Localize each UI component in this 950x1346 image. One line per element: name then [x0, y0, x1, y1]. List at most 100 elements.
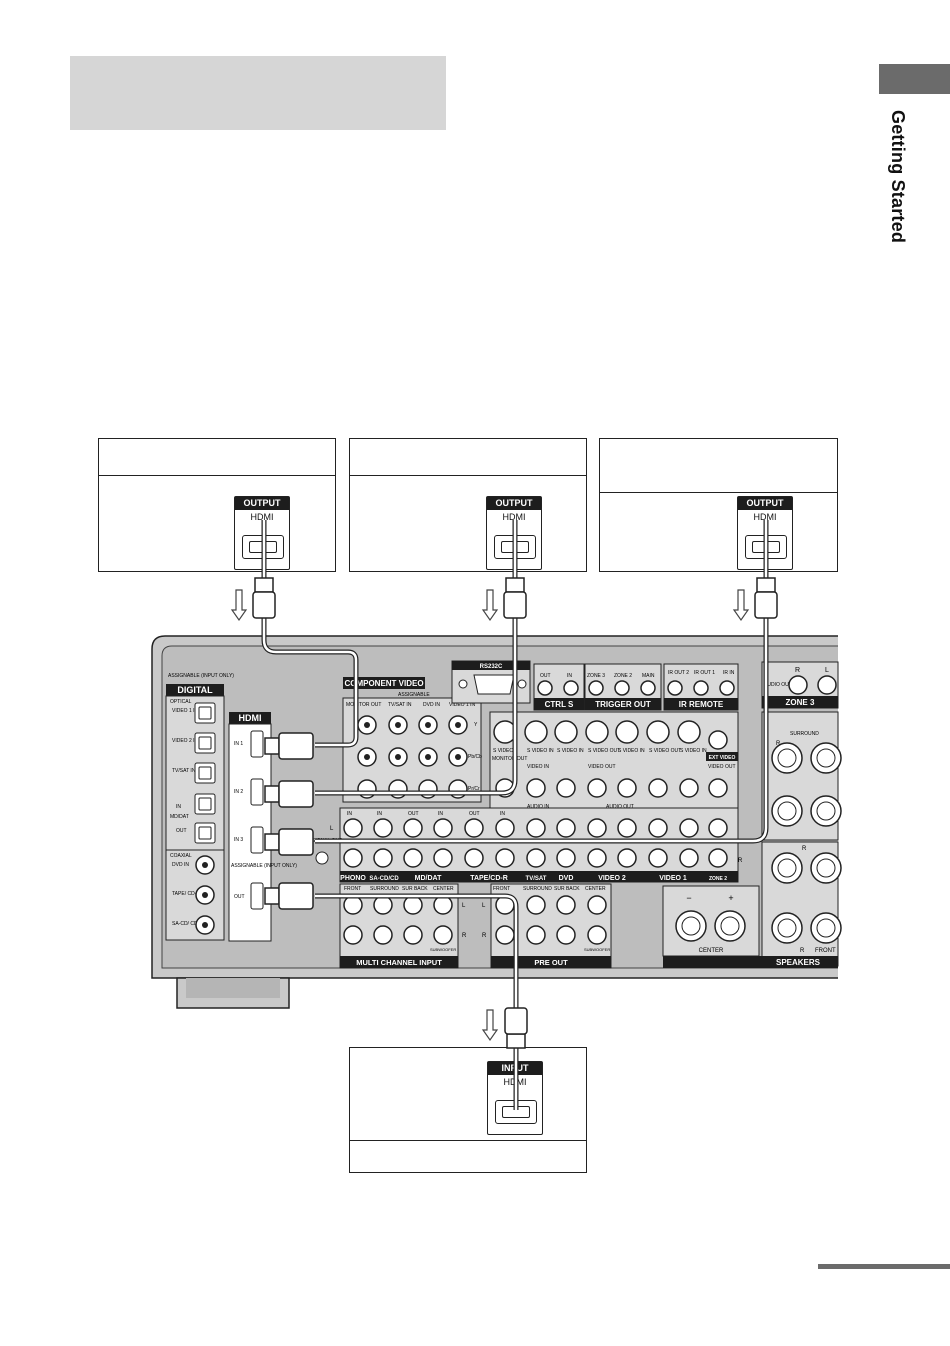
audio-l-label: L — [330, 826, 334, 832]
hdmi-panel: HDMI IN 1 IN 2 IN 3 ASSIGNABLE (INPUT ON… — [228, 712, 297, 942]
ir-label: IR OUT 1 — [694, 670, 715, 676]
jack-label: VIDEO 2 IN — [172, 738, 199, 744]
svideo-label: S VIDEO OUT — [588, 748, 620, 754]
mc-label: FRONT — [344, 886, 361, 892]
hdmi-cable-1 — [262, 520, 358, 747]
ctrl-s-in-label: IN — [567, 673, 572, 679]
jack-label: IN — [176, 804, 181, 810]
down-arrow-icon — [481, 589, 499, 622]
port-type: HDMI — [502, 512, 526, 522]
zone3-audio-out: AUDIO OUT — [764, 682, 792, 688]
mc-r: R — [462, 933, 467, 939]
digital-assignable: ASSIGNABLE (INPUT ONLY) — [168, 673, 234, 679]
pre-out-heading: PRE OUT — [534, 958, 568, 967]
audio-group-label: DVD — [559, 875, 574, 882]
preout-r: R — [482, 933, 487, 939]
audio-group-label: MD/DAT — [415, 875, 442, 882]
audio-row: IN IN OUT IN OUT IN L R SIGNAL GND P — [312, 807, 743, 883]
jack-label: DVD IN — [172, 862, 189, 868]
hdmi-cable-2 — [315, 520, 517, 795]
trigger-label: ZONE 3 — [587, 673, 605, 679]
coaxial-jacks: DVD IN TAPE/ CD-R IN SA-CD/ CD IN — [172, 855, 215, 935]
svideo-label: S VIDEO OUT — [649, 748, 681, 754]
monitor-out-label: MONITOR OUT — [492, 756, 527, 762]
hdmi-plug-icon — [264, 785, 280, 803]
zone3-r: R — [795, 667, 800, 674]
port-heading: OUTPUT — [738, 497, 792, 510]
jack-label: OUT — [176, 828, 187, 834]
section-title-band — [70, 56, 446, 130]
port-heading: OUTPUT — [487, 497, 541, 510]
device-header-rule — [99, 475, 335, 476]
rs232c-port: RS232C — [451, 660, 531, 704]
speakers-heading: SPEAKERS — [776, 958, 821, 967]
svideo-label: S VIDEO IN — [618, 748, 645, 754]
speaker-r: R — [800, 948, 805, 954]
jack-label: TAPE/ CD-R IN — [172, 891, 207, 897]
port-type: HDMI — [753, 512, 777, 522]
down-arrow-icon — [732, 589, 750, 622]
hdmi-cable-3 — [315, 520, 768, 843]
svideo-label: S VIDEO IN — [680, 748, 707, 754]
speaker-center-label: CENTER — [699, 948, 724, 954]
jack-label: TV/SAT IN — [172, 768, 196, 774]
port-type: HDMI — [250, 512, 274, 522]
svg-text:−: − — [686, 893, 691, 903]
md-dat-label: MD/DAT — [170, 814, 189, 820]
hdmi-out-jack — [250, 882, 264, 910]
svg-text:+: + — [728, 893, 733, 903]
hdmi-in2-jack — [250, 778, 264, 806]
zone3-l: L — [825, 667, 829, 674]
signal-direction-arrows — [230, 589, 750, 1042]
ir-label: IR OUT 2 — [668, 670, 689, 676]
audio-out-label: AUDIO OUT — [606, 804, 634, 810]
ctrl-s-heading: CTRL S — [545, 700, 574, 709]
mc-label: SURROUND — [370, 886, 399, 892]
component-assignable: ASSIGNABLE — [398, 692, 430, 698]
continued-rule — [818, 1264, 950, 1269]
mc-label: SUBWOOFER — [430, 947, 456, 952]
device-header-rule — [600, 492, 837, 493]
speaker-r: R — [776, 741, 781, 747]
hdmi-plugs — [252, 577, 778, 1049]
preout-label: SURROUND — [523, 886, 552, 892]
component-col-label: TV/SAT IN — [388, 702, 412, 708]
audio-jacks-r — [343, 848, 728, 868]
hdmi-plug-icon — [264, 887, 280, 905]
device-footer-rule — [350, 1140, 586, 1141]
audio-io-label: OUT — [408, 811, 419, 817]
port-heading: OUTPUT — [235, 497, 289, 510]
preout-label: SUBWOOFER — [584, 947, 610, 952]
optical-jacks: VIDEO 1 IN VIDEO 2 IN TV/SAT IN IN MD/DA… — [170, 702, 216, 844]
speaker-terminals: SURROUND R R R FRONT − + CENTER SPEAKERS — [662, 711, 842, 968]
ir-remote-heading: IR REMOTE — [679, 700, 724, 709]
hdmi-plug-icon — [506, 1033, 526, 1049]
display-device: INPUT HDMI — [349, 1047, 587, 1173]
component-col-label: DVD IN — [423, 702, 440, 708]
component-video-panel: COMPONENT VIDEO ASSIGNABLE MONITOR OUT T… — [342, 677, 482, 803]
zone3-heading: ZONE 3 — [786, 698, 815, 707]
audio-group-label: TV/SAT — [526, 876, 547, 882]
speaker-surround-label: SURROUND — [790, 731, 819, 737]
side-tab-marker — [879, 64, 950, 94]
audio-group-label: VIDEO 2 — [598, 875, 626, 882]
audio-jacks-l — [343, 818, 728, 838]
down-arrow-icon — [230, 589, 248, 622]
audio-io-label: IN — [377, 811, 382, 817]
hdmi-plug-icon — [254, 577, 274, 593]
speaker-r: R — [802, 846, 807, 852]
audio-r-label: R — [738, 858, 743, 864]
ir-label: IR IN — [723, 670, 735, 676]
audio-group-label: PHONO — [340, 875, 366, 882]
coaxial-label: COAXIAL — [170, 853, 192, 859]
hdmi-cable-4 — [315, 894, 518, 1110]
hdmi-heading: HDMI — [239, 713, 262, 723]
preout-label: SUR BACK — [554, 886, 580, 892]
preout-label: CENTER — [585, 886, 606, 892]
jack-label: SA-CD/ CD IN — [172, 921, 204, 927]
hdmi-assignable: ASSIGNABLE (INPUT ONLY) — [231, 863, 297, 869]
source-device-3: OUTPUT HDMI — [599, 438, 838, 572]
component-video-heading: COMPONENT VIDEO — [344, 679, 423, 688]
hdmi-plug-icon — [264, 737, 280, 755]
video-out-label: VIDEO OUT — [708, 764, 736, 770]
